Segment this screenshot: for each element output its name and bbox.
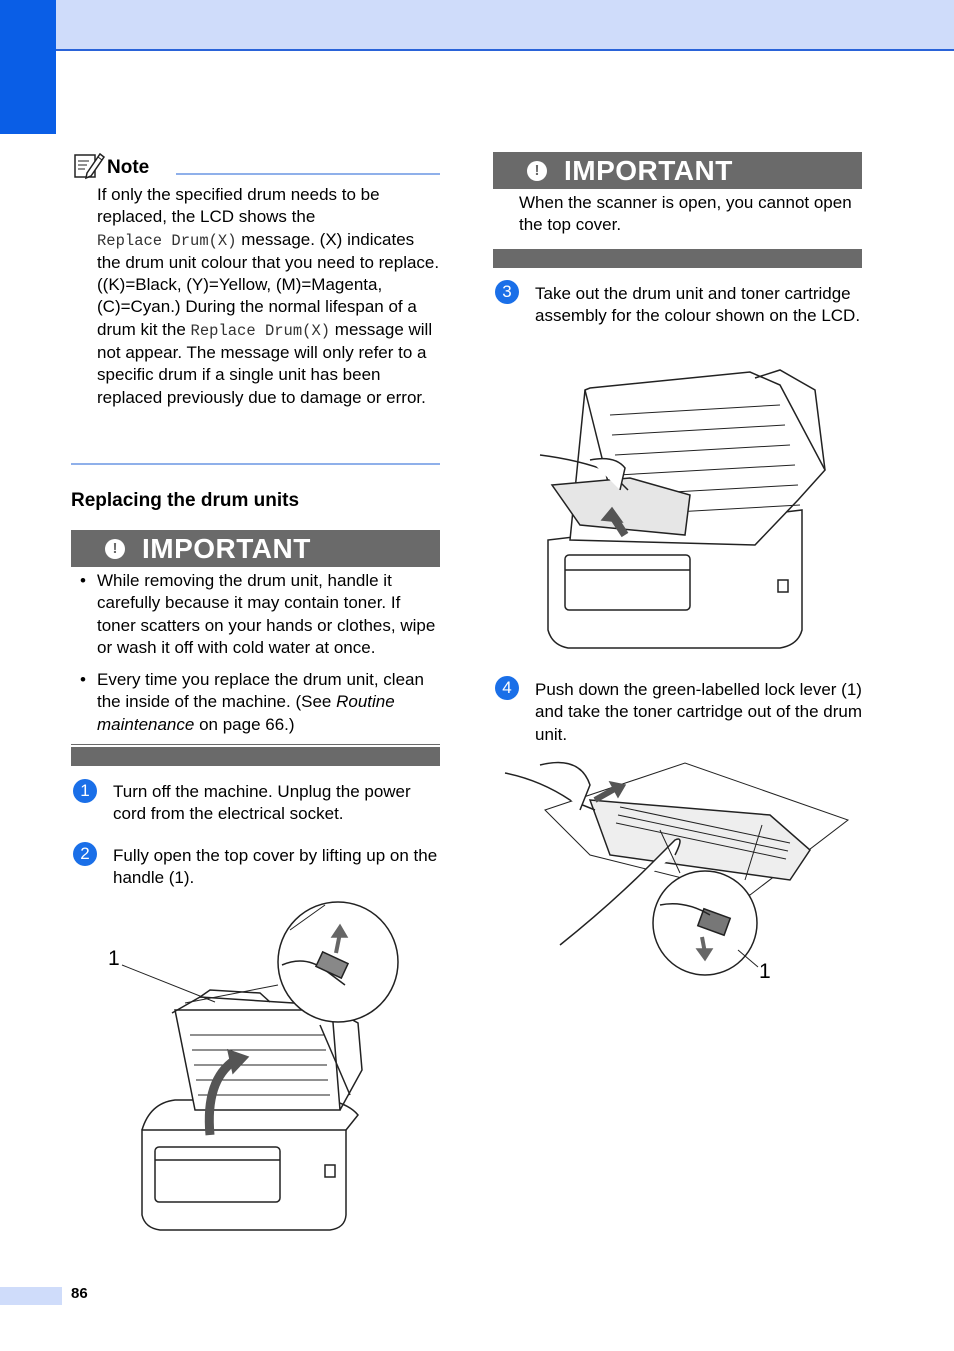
note-code-1: Replace Drum(X) — [97, 231, 237, 250]
note-title: Note — [107, 157, 150, 178]
important-bar-1 — [71, 530, 440, 567]
important-bullet-2: Every time you replace the drum unit, cl… — [71, 669, 443, 736]
important-title-2: IMPORTANT — [564, 155, 733, 186]
step-number-4: 4 — [495, 676, 519, 700]
important-body-2: When the scanner is open, you cannot ope… — [519, 193, 852, 235]
note-rule-top — [176, 173, 440, 175]
callout-label-1: 1 — [108, 947, 120, 970]
chapter-tab — [0, 0, 56, 134]
important-end-bar-1 — [71, 747, 440, 766]
page-number: 86 — [71, 1285, 88, 1302]
step-text-1: Turn off the machine. Unplug the power c… — [113, 782, 411, 824]
page-number-tab — [0, 1287, 62, 1305]
step-number-1: 1 — [73, 779, 97, 803]
drum-lock-lever-illustration — [504, 761, 850, 976]
exclamation-icon: ! — [105, 539, 125, 559]
important-title-1: IMPORTANT — [142, 533, 311, 564]
note-body: If only the specified drum needs to be r… — [97, 184, 442, 409]
step-text-4: Push down the green-labelled lock lever … — [535, 680, 862, 744]
printer-open-cover-illustration — [121, 901, 399, 1231]
important-end-rule-1 — [71, 744, 440, 745]
header-band — [0, 0, 954, 51]
step-text-3: Take out the drum unit and toner cartrid… — [535, 284, 861, 326]
important-body-1: While removing the drum unit, handle it … — [71, 570, 443, 746]
exclamation-icon: ! — [527, 161, 547, 181]
cross-reference: Routine maintenance — [97, 692, 395, 734]
important-end-bar-2 — [493, 249, 862, 268]
step-number-3: 3 — [495, 280, 519, 304]
note-code-2: Replace Drum(X) — [190, 321, 331, 340]
callout-label-2: 1 — [759, 960, 771, 983]
drum-removal-illustration — [539, 369, 826, 649]
section-heading: Replacing the drum units — [71, 490, 300, 511]
step-text-2: Fully open the top cover by lifting up o… — [113, 846, 438, 888]
note-rule-bottom — [71, 463, 440, 465]
note-pencil-icon — [74, 152, 106, 180]
important-bullet-1: While removing the drum unit, handle it … — [71, 570, 443, 659]
step-number-2: 2 — [73, 842, 97, 866]
note-text-1: If only the specified drum needs to be r… — [97, 185, 380, 227]
note-text-2: message. (X) indicates the drum unit col… — [97, 229, 440, 339]
important-bar-2 — [493, 152, 862, 189]
note-text-3: message will not appear. The message wil… — [97, 319, 433, 407]
